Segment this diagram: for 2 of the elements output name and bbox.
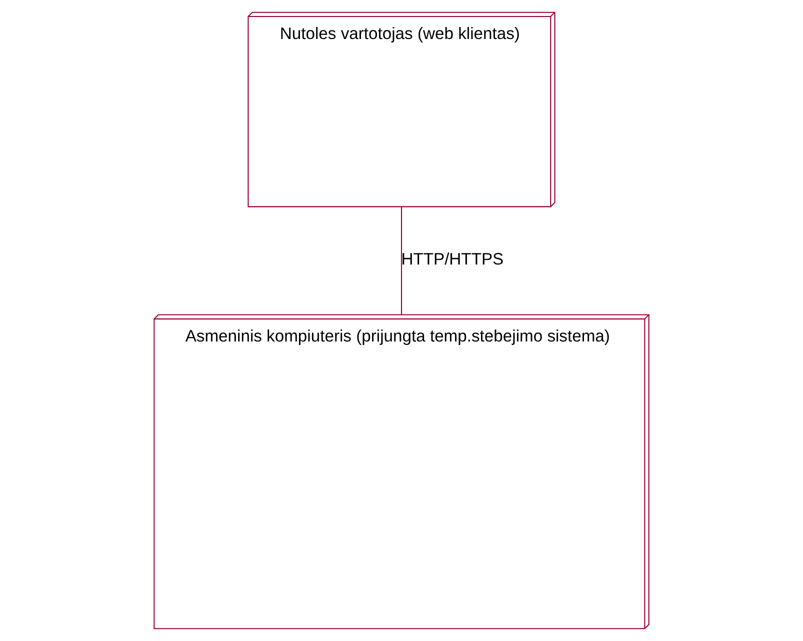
edge-label: HTTP/HTTPS: [401, 250, 504, 269]
connector: [400, 207, 402, 315]
